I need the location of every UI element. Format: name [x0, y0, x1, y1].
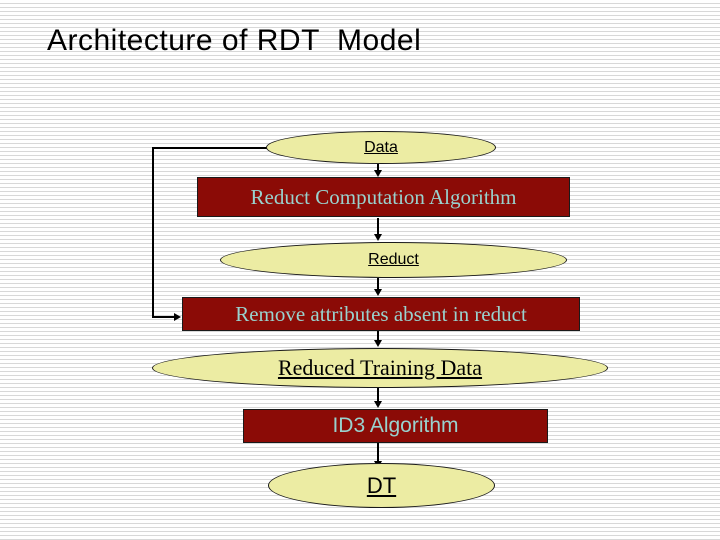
arrow-remove-attributes-to-reduced-training-data [377, 331, 379, 340]
arrow-reduct-computation-to-reduct [377, 218, 379, 234]
feedback-connector-vertical-segment [152, 147, 154, 317]
arrow-id3-to-dt [377, 443, 379, 461]
feedback-arrowhead-icon [174, 313, 181, 321]
slide-title: Architecture of RDT Model [47, 24, 422, 57]
arrow-reduced-training-data-to-id3 [377, 388, 379, 401]
node-reduct-label: Reduct [368, 251, 419, 268]
node-id3-algorithm-label: ID3 Algorithm [332, 414, 459, 437]
arrowhead-icon [374, 234, 382, 241]
node-reduced-training-data-label: Reduced Training Data [277, 355, 483, 380]
arrowhead-icon [374, 401, 382, 408]
arrowhead-icon [374, 289, 382, 296]
node-remove-attributes: Remove attributes absent in reduct [182, 297, 580, 331]
node-data: Data [266, 131, 496, 164]
node-dt-label: DT [366, 472, 397, 498]
feedback-connector-top-segment [152, 147, 268, 149]
node-reduct: Reduct [220, 242, 567, 278]
node-reduced-training-data: Reduced Training Data [152, 348, 608, 388]
arrowhead-icon [374, 340, 382, 347]
node-reduct-computation-algorithm-label: Reduct Computation Algorithm [250, 184, 517, 209]
arrowhead-icon [374, 170, 382, 177]
arrow-reduct-to-remove-attributes [377, 278, 379, 289]
node-reduct-computation-algorithm: Reduct Computation Algorithm [197, 177, 570, 217]
node-data-label: Data [364, 138, 398, 156]
arrow-data-to-reduct-computation [377, 164, 379, 170]
node-remove-attributes-label: Remove attributes absent in reduct [235, 301, 527, 326]
feedback-connector-bottom-segment [152, 316, 174, 318]
node-dt: DT [268, 463, 495, 508]
node-id3-algorithm: ID3 Algorithm [243, 409, 548, 443]
